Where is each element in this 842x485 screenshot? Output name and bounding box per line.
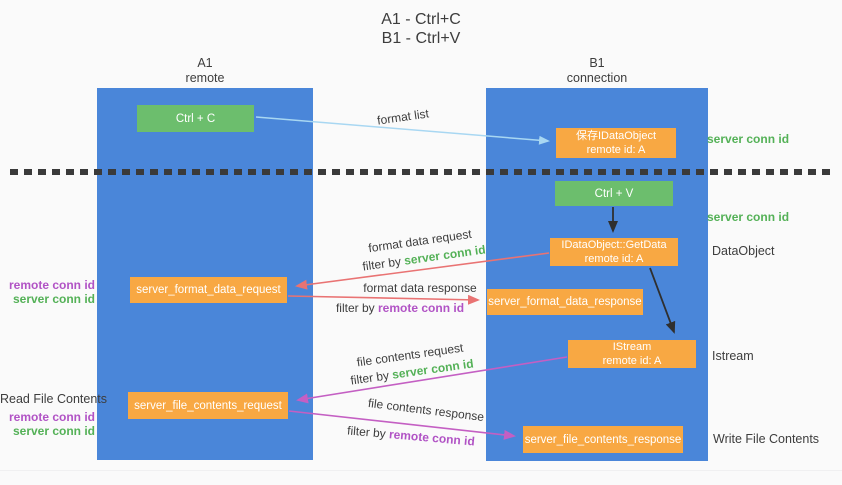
istream-box: IStream remote id: A [568,340,696,368]
getdata-box: IDataObject::GetData remote id: A [550,238,678,266]
remote-conn-id-text-1: remote conn id [378,301,465,315]
session-divider [10,169,836,175]
file-request-box: server_file_contents_request [128,392,288,419]
column-b-header: B1 connection [537,56,657,86]
file-response-label: server_file_contents_response [524,433,682,446]
format-request-box: server_format_data_request [130,277,287,303]
getdata-line2: remote id: A [584,253,644,265]
ctrl-v-label: Ctrl + V [594,187,634,200]
ctrl-c-box: Ctrl + C [137,105,254,132]
left-server-conn-id-2: server conn id [12,424,95,438]
arrow-getdata-to-format-request [295,252,550,290]
save-idataobject-line2: remote id: A [586,144,646,156]
ctrl-v-box: Ctrl + V [555,181,673,206]
istream-side-label: Istream [712,349,754,363]
left-remote-conn-id-2: remote conn id [8,410,95,424]
file-response-box: server_file_contents_response [523,426,683,453]
format-data-response-label: format data response [363,281,477,295]
filter-prefix-2: filter by [335,301,375,315]
diagram-title: A1 - Ctrl+C B1 - Ctrl+V [0,10,842,48]
arrow-istream-to-file-request [296,356,568,404]
column-b-name: B1 [589,56,605,70]
file-request-label: server_file_contents_request [134,399,282,412]
getdata-line1: IDataObject::GetData [561,239,667,251]
right-server-conn-id-1: server conn id [707,132,790,146]
istream-line2: remote id: A [602,355,662,367]
column-a-role: remote [185,71,225,85]
title-line-1: A1 - Ctrl+C [381,11,461,28]
canvas-bottom-edge [0,470,842,471]
right-server-conn-id-2: server conn id [707,210,790,224]
save-idataobject-box: 保存IDataObject remote id: A [556,128,676,158]
filter-by-remote-conn-id-label-1: filter by remote conn id [336,301,464,315]
title-line-2: B1 - Ctrl+V [381,30,461,47]
arrow-file-request-to-response [288,410,516,440]
column-a-name: A1 [197,56,213,70]
arrow-format-list [255,116,550,145]
column-b-role: connection [566,71,628,85]
left-server-conn-id-1: server conn id [12,292,95,306]
left-remote-conn-id-1: remote conn id [8,278,95,292]
istream-line1: IStream [612,341,652,353]
format-request-label: server_format_data_request [136,284,281,296]
dataobject-label: DataObject [712,244,775,258]
arrow-getdata-to-istream [649,267,676,334]
format-response-box: server_format_data_response [487,289,643,315]
write-file-contents-label: Write File Contents [713,432,820,446]
arrow-format-request-to-response [287,294,480,305]
read-file-contents-label: Read File Contents [0,392,108,406]
column-a-header: A1 remote [145,56,265,86]
format-response-label: server_format_data_response [488,296,642,308]
ctrl-c-label: Ctrl + C [175,112,216,125]
save-idataobject-line1: 保存IDataObject [575,130,657,142]
